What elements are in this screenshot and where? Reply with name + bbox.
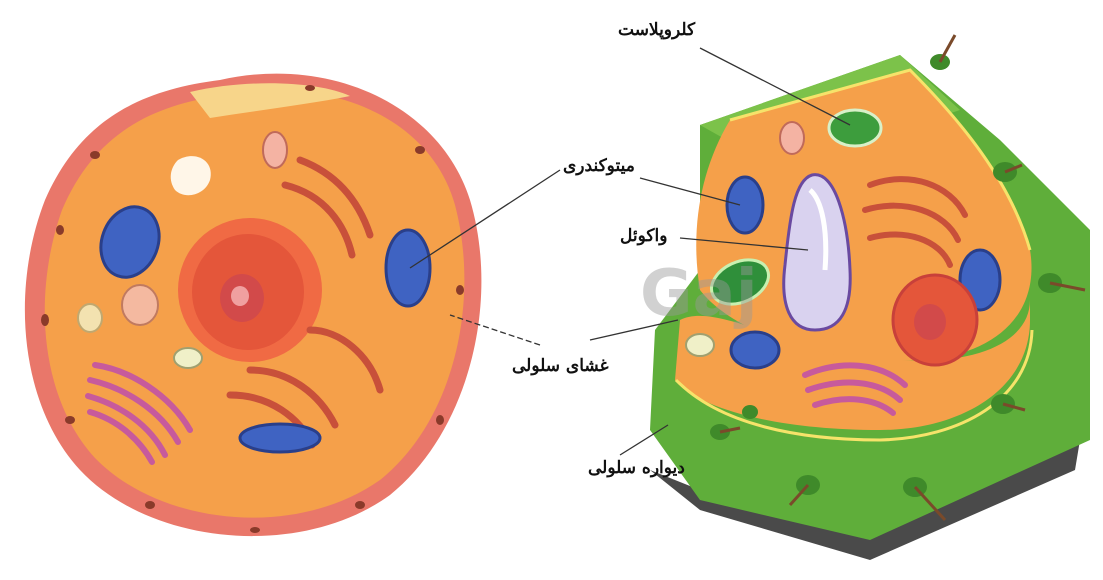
animal-vesicle-2	[174, 348, 202, 368]
plant-lysosome	[780, 122, 804, 154]
label-vacuole: واکوئل	[620, 228, 667, 245]
label-cell-membrane: غشای سلولی	[512, 358, 608, 375]
plant-nucleolus	[914, 304, 946, 340]
animal-nucleolus-core	[231, 286, 249, 306]
animal-lysosome	[122, 285, 158, 325]
animal-cell	[25, 74, 482, 536]
watermark: Gaj	[640, 257, 758, 331]
animal-lysosome-2	[263, 132, 287, 168]
label-mitochondria: میتوکندری	[563, 158, 635, 175]
plant-chloroplast	[829, 110, 881, 146]
animal-vesicle-small	[78, 304, 102, 332]
label-chloroplast: کلروپلاست	[618, 22, 695, 39]
label-cell-wall: دیواره سلولی	[588, 460, 685, 477]
plant-vesicle	[686, 334, 714, 356]
